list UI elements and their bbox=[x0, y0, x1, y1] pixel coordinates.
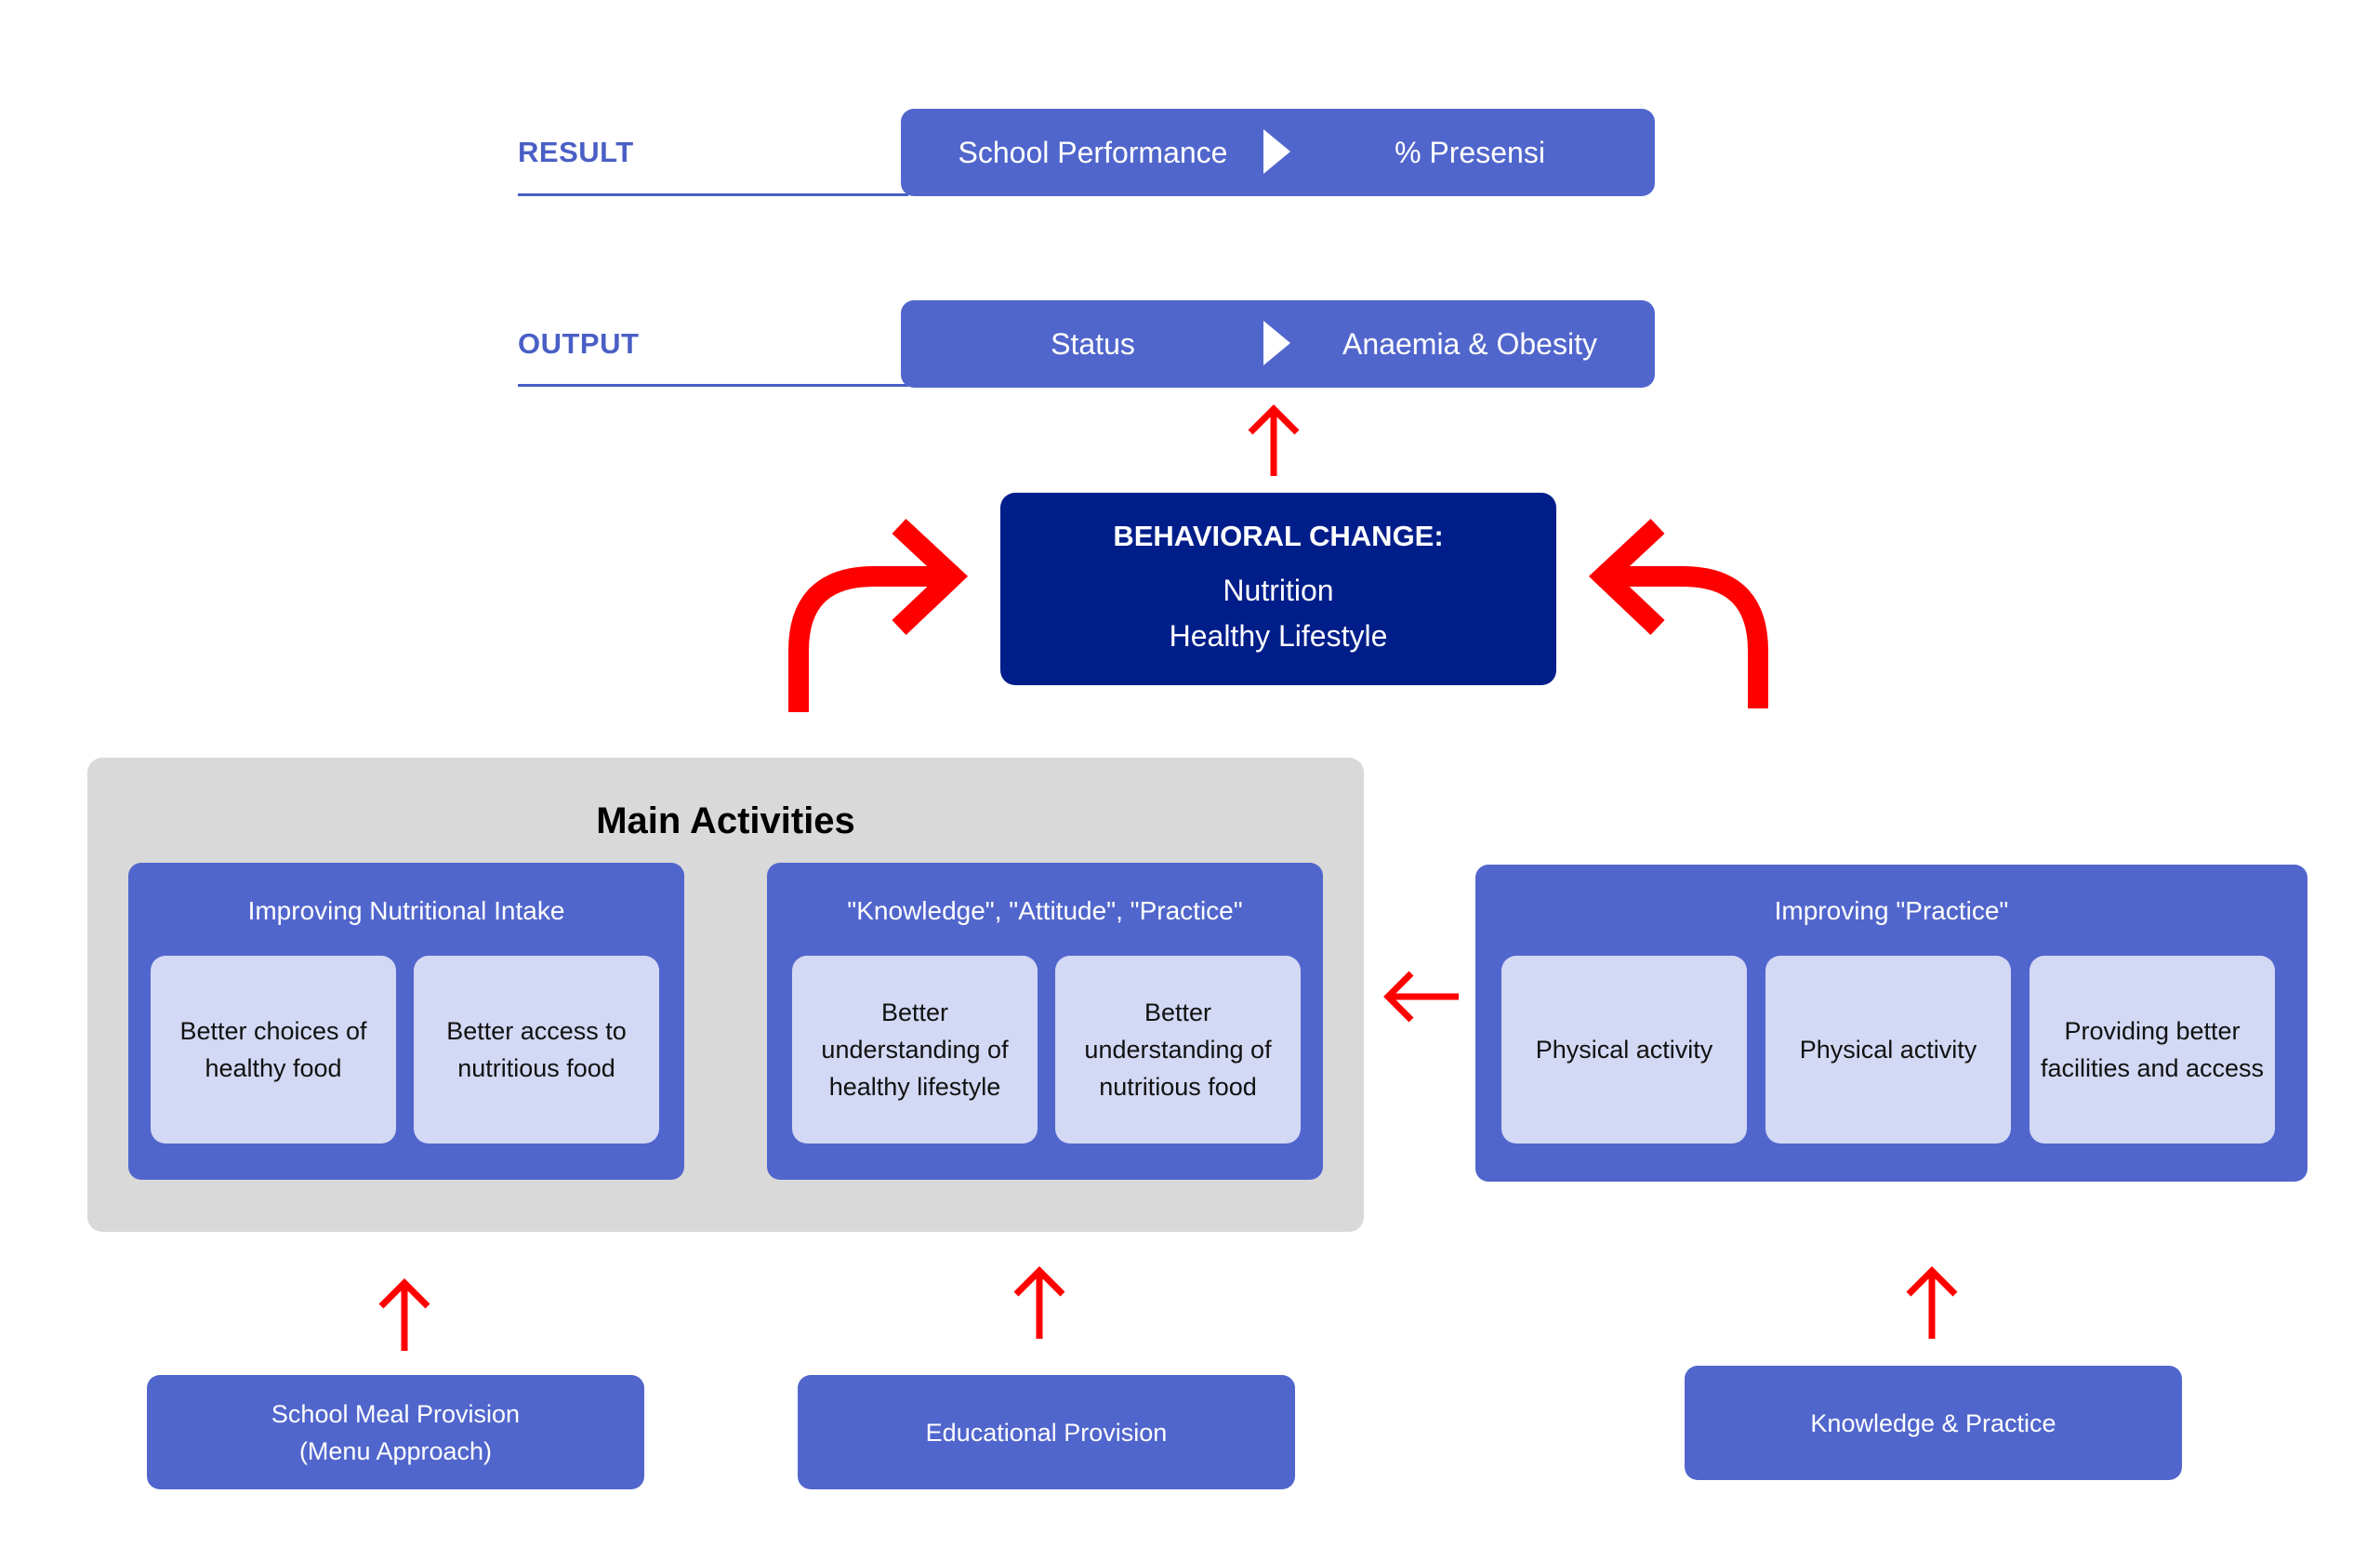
group-practice-title: Improving "Practice" bbox=[1774, 896, 2009, 925]
output-label: OUTPUT bbox=[518, 327, 640, 360]
behavioral-change-line-1: Nutrition bbox=[1223, 573, 1334, 607]
card-understanding-lifestyle: Better understanding of healthy lifestyl… bbox=[792, 956, 1038, 1144]
group-nutritional-intake: Improving Nutritional Intake Better choi… bbox=[128, 863, 684, 1180]
card-better-facilities: Providing better facilities and access bbox=[2030, 956, 2275, 1144]
base-school-meal-line-1: School Meal Provision bbox=[271, 1399, 521, 1428]
base-school-meal: School Meal Provision (Menu Approach) bbox=[147, 1375, 644, 1489]
main-activities-title: Main Activities bbox=[596, 800, 855, 841]
output-underline bbox=[518, 384, 908, 387]
arrow-up-educational-icon bbox=[1013, 1266, 1065, 1339]
base-school-meal-line-2: (Menu Approach) bbox=[298, 1436, 493, 1465]
curved-arrow-left-icon bbox=[788, 518, 969, 712]
output-right-text: Anaemia & Obesity bbox=[1342, 326, 1597, 361]
card-physical-activity-1: Physical activity bbox=[1501, 956, 1747, 1144]
group-kap: "Knowledge", "Attitude", "Practice" Bett… bbox=[767, 863, 1323, 1180]
card-better-choices: Better choices of healthy food bbox=[151, 956, 396, 1144]
result-pill: School Performance % Presensi bbox=[901, 109, 1655, 196]
result-underline bbox=[518, 193, 908, 196]
curved-arrow-right-icon bbox=[1588, 518, 1768, 708]
base-educational-provision: Educational Provision bbox=[798, 1375, 1295, 1489]
arrow-left-to-main-icon bbox=[1383, 971, 1459, 1023]
group-kap-title: "Knowledge", "Attitude", "Practice" bbox=[847, 896, 1243, 925]
result-left-text: School Performance bbox=[958, 135, 1228, 169]
result-right-text: % Presensi bbox=[1395, 135, 1545, 169]
base-knowledge-practice: Knowledge & Practice bbox=[1685, 1366, 2182, 1480]
arrow-up-to-output-icon bbox=[1248, 404, 1300, 476]
output-chevron-icon bbox=[1263, 321, 1290, 365]
behavioral-change-line-2: Healthy Lifestyle bbox=[1169, 618, 1388, 653]
output-pill: Status Anaemia & Obesity bbox=[901, 300, 1655, 388]
behavioral-change-box: BEHAVIORAL CHANGE: Nutrition Healthy Lif… bbox=[1000, 493, 1556, 685]
card-understanding-food: Better understanding of nutritious food bbox=[1055, 956, 1301, 1144]
result-chevron-icon bbox=[1263, 129, 1290, 174]
arrow-up-knowledge-icon bbox=[1906, 1266, 1958, 1339]
arrow-up-school-meal-icon bbox=[378, 1278, 430, 1351]
output-left-text: Status bbox=[1051, 326, 1135, 361]
group-nutritional-intake-title: Improving Nutritional Intake bbox=[247, 896, 565, 925]
card-physical-activity-2: Physical activity bbox=[1765, 956, 2011, 1144]
card-better-access: Better access to nutritious food bbox=[414, 956, 659, 1144]
result-label: RESULT bbox=[518, 136, 634, 168]
group-practice: Improving "Practice" Physical activity P… bbox=[1475, 865, 2307, 1182]
behavioral-change-title: BEHAVIORAL CHANGE: bbox=[1113, 519, 1444, 552]
